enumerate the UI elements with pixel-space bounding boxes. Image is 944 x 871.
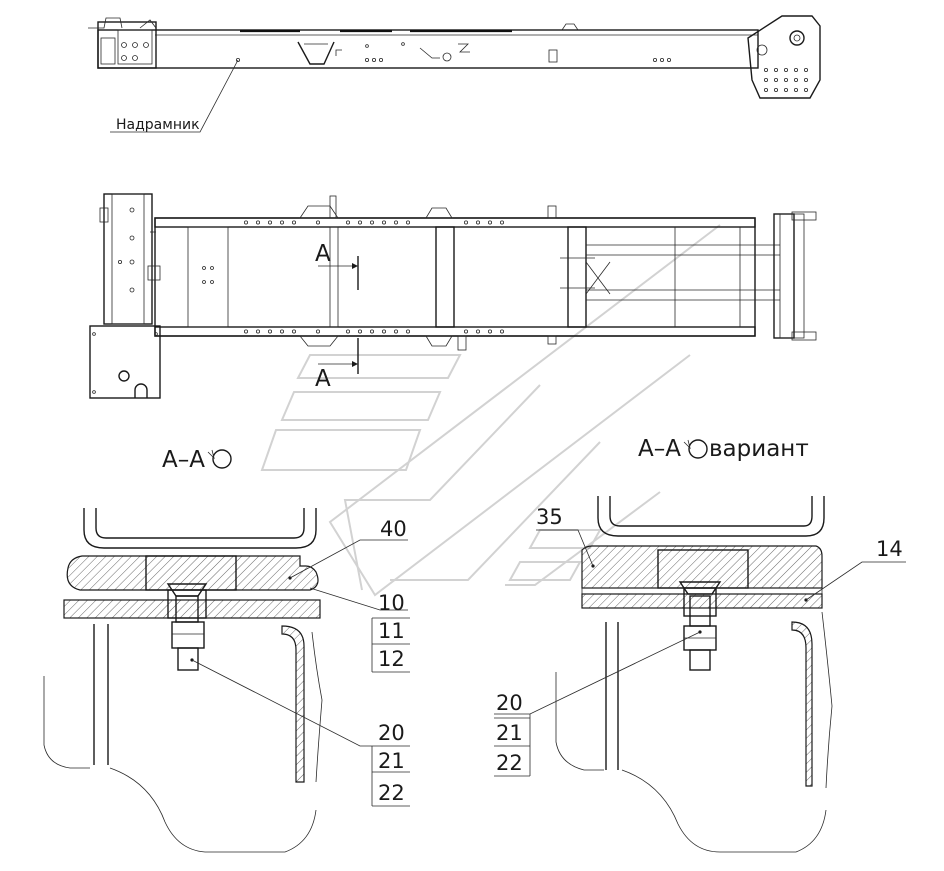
callout-20-right: 20 bbox=[496, 691, 523, 715]
callouts-left bbox=[191, 539, 410, 807]
callout-12: 12 bbox=[378, 647, 405, 671]
watermark-logo bbox=[260, 224, 721, 597]
callout-10: 10 bbox=[378, 591, 405, 615]
callout-21-left: 21 bbox=[378, 749, 405, 773]
section-left-title: A–A bbox=[162, 447, 205, 473]
bracket-bolt-pattern bbox=[764, 68, 809, 93]
callout-22-left: 22 bbox=[378, 781, 405, 805]
section-right-title: A–A bbox=[638, 436, 681, 462]
callout-22-right: 22 bbox=[496, 751, 523, 775]
frame-side-view bbox=[88, 15, 821, 133]
section-right-variant-word: вариант bbox=[709, 436, 809, 462]
section-right bbox=[555, 496, 833, 853]
callout-40: 40 bbox=[380, 517, 407, 541]
section-variant-rotation-icon bbox=[688, 439, 708, 459]
section-arrow-top-label: A bbox=[315, 241, 331, 267]
callout-21-right: 21 bbox=[496, 721, 523, 745]
callouts-right bbox=[494, 529, 906, 777]
callout-20-left: 20 bbox=[378, 721, 405, 745]
frame-plan-view bbox=[89, 193, 817, 399]
plan-bolt-rows bbox=[243, 220, 504, 334]
section-left bbox=[43, 508, 323, 853]
callout-14: 14 bbox=[876, 537, 903, 561]
section-rotation-icon bbox=[212, 449, 232, 469]
callout-35: 35 bbox=[536, 505, 563, 529]
callout-11: 11 bbox=[378, 619, 405, 643]
frame-label: Надрамник bbox=[116, 117, 200, 133]
section-arrow-bottom-label: A bbox=[315, 366, 331, 392]
